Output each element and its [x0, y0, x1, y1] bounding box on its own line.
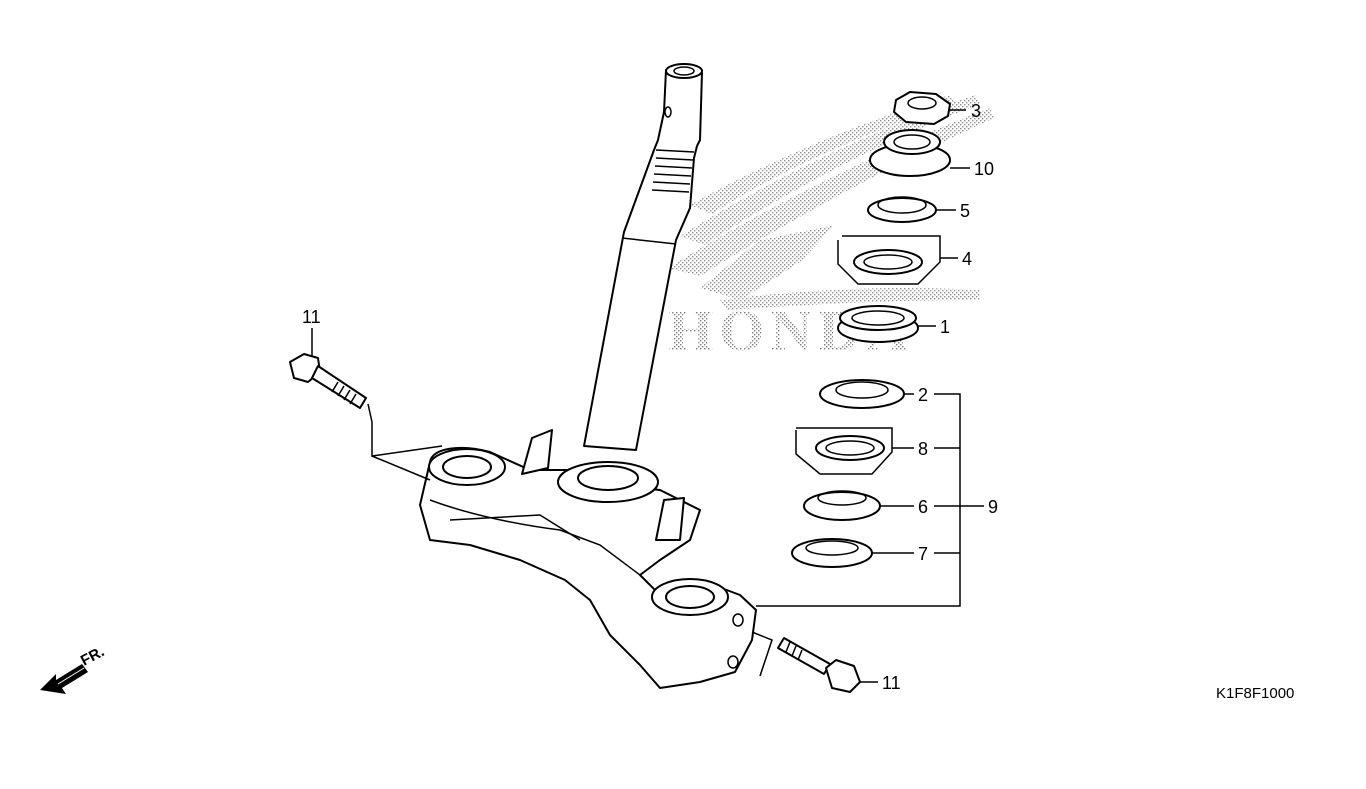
part-5-cone-race — [867, 196, 937, 223]
callout-11-lower: 11 — [882, 673, 901, 693]
callout-8: 8 — [918, 439, 928, 459]
drawing-code: K1F8F1000 — [1216, 685, 1294, 702]
front-arrow-icon — [40, 664, 88, 694]
callout-6: 6 — [918, 497, 928, 517]
part-6-cone-race — [803, 490, 881, 521]
callout-9: 9 — [988, 497, 998, 517]
bottom-bridge — [419, 429, 757, 689]
steering-stem — [583, 63, 703, 451]
callout-11-upper: 11 — [302, 307, 321, 327]
callout-2: 2 — [918, 385, 928, 405]
callout-4: 4 — [962, 249, 972, 269]
part-8-bearing — [795, 427, 893, 475]
part-3-nut — [893, 91, 951, 125]
callout-5: 5 — [960, 201, 970, 221]
part-4-bearing — [837, 235, 941, 285]
part-1-ball-race — [837, 305, 919, 343]
callout-1: 1 — [940, 317, 950, 337]
bolt-upper-left — [289, 353, 367, 409]
bolt-lower-right — [777, 637, 861, 693]
callout-3: 3 — [971, 101, 981, 121]
honda-wing-watermark — [668, 95, 994, 310]
part-2-ring — [819, 379, 905, 409]
part-10-adjust-nut — [869, 129, 951, 177]
part-7-seal — [791, 538, 873, 568]
callout-7: 7 — [918, 544, 928, 564]
callout-10: 10 — [974, 159, 994, 179]
